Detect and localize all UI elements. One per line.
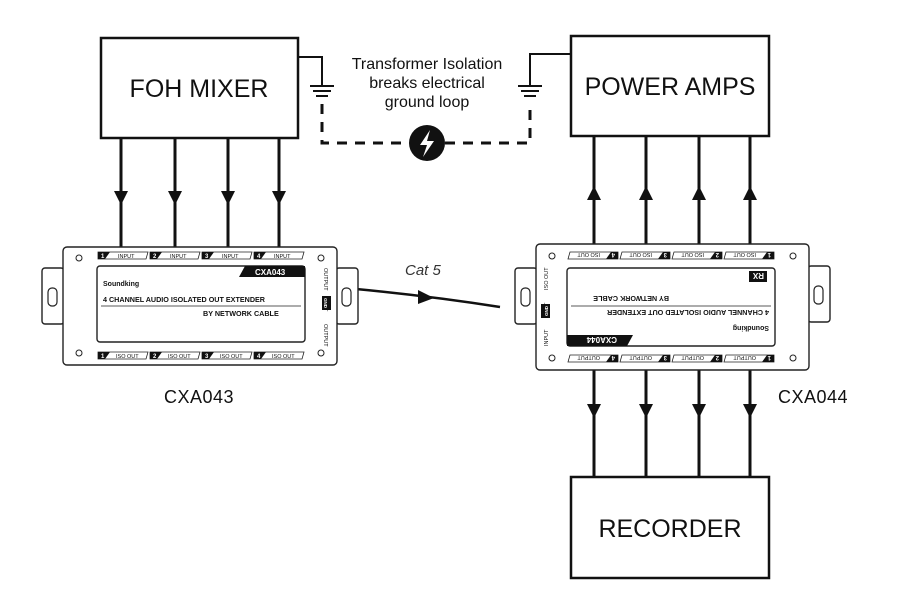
rx-bottom-port-4: OUTPUT	[577, 354, 600, 360]
tx-bottom-num-3: 3	[205, 354, 209, 360]
rx-top-port-4: ISO OUT	[577, 251, 600, 257]
rx-top-port-1: ISO OUT	[733, 251, 756, 257]
down-arrow-icon	[168, 191, 182, 205]
tx-bottom-port-3: ISO OUT	[220, 354, 243, 360]
foh-mixer-label: FOH MIXER	[130, 75, 269, 103]
rx-iso-num-4: 4	[611, 251, 615, 257]
recorder-box	[569, 475, 771, 580]
tx-port-num-1: 1	[101, 254, 105, 260]
rx-out-num-3: 3	[663, 354, 667, 360]
rx-device: 1 2 3 4 OUTPUT OUTPUT OUTPUT OUTPUT 1 2 …	[514, 243, 831, 371]
tx-side-label-4: OUTPUT	[322, 324, 328, 347]
lightning-bolt-icon	[409, 125, 445, 161]
tx-side-label-1: OUTPUT	[322, 268, 328, 291]
up-arrow-icon	[743, 186, 757, 200]
rx-top-port-3: ISO OUT	[629, 251, 652, 257]
ground-right-icon	[518, 53, 571, 97]
rx-iso-num-2: 2	[715, 251, 719, 257]
rx-out-num-2: 2	[715, 354, 719, 360]
rx-badge: CXA044	[586, 335, 617, 344]
tx-brand: Soundking	[103, 281, 139, 288]
tx-bottom-num-2: 2	[153, 354, 157, 360]
rx-tag: RX	[752, 271, 764, 280]
rx-iso-num-1: 1	[767, 251, 771, 257]
rx-bottom-port-3: OUTPUT	[629, 354, 652, 360]
down-arrow-icon	[587, 404, 601, 418]
rx-iso-num-3: 3	[663, 251, 667, 257]
up-arrow-icon	[587, 186, 601, 200]
tx-top-port-3: INPUT	[222, 254, 239, 260]
tx-port-num-2: 2	[153, 254, 157, 260]
down-arrow-icon	[272, 191, 286, 205]
foh-to-tx-wires	[114, 138, 286, 248]
tx-bottom-port-2: ISO OUT	[168, 354, 191, 360]
rx-bottom-port-2: OUTPUT	[681, 354, 704, 360]
rx-side-label-3: GND	[544, 305, 549, 316]
up-arrow-icon	[692, 186, 706, 200]
cable-direction-arrow-icon	[418, 290, 434, 304]
tx-bottom-port-1: ISO OUT	[116, 354, 139, 360]
recorder-label: RECORDER	[598, 515, 741, 543]
rx-side-label-1: INPUT	[544, 329, 550, 346]
down-arrow-icon	[743, 404, 757, 418]
ground-left-icon	[298, 56, 334, 97]
tx-top-port-1: INPUT	[118, 254, 135, 260]
foh-mixer-box	[99, 36, 300, 140]
tx-bottom-num-1: 1	[101, 354, 105, 360]
down-arrow-icon	[639, 404, 653, 418]
rx-out-num-1: 1	[767, 354, 771, 360]
rx-brand: Soundking	[733, 324, 769, 331]
power-amps-box	[569, 34, 771, 138]
up-arrow-icon	[639, 186, 653, 200]
down-arrow-icon	[692, 404, 706, 418]
isolation-note-line2: breaks electrical	[369, 75, 485, 92]
tx-bottom-port-4: ISO OUT	[272, 354, 295, 360]
tx-top-port-4: INPUT	[274, 254, 291, 260]
tx-model-caption: CXA043	[164, 387, 234, 407]
ground-loop-dash-right	[445, 104, 532, 145]
tx-side-label-3: GND	[323, 298, 328, 309]
rx-model-caption: CXA044	[778, 387, 848, 407]
rx-desc-2: BY NETWORK CABLE	[593, 294, 669, 303]
rx-to-recorder-wires	[587, 370, 757, 477]
down-arrow-icon	[221, 191, 235, 205]
cat5-label: Cat 5	[405, 262, 442, 279]
rx-out-num-4: 4	[611, 354, 615, 360]
tx-top-port-2: INPUT	[170, 254, 187, 260]
tx-badge: CXA043	[255, 268, 286, 277]
ground-loop-dash-left	[320, 104, 408, 145]
rx-top-port-2: ISO OUT	[681, 251, 704, 257]
rx-desc-1: 4 CHANNEL AUDIO ISOLATED OUT EXTENDER	[606, 308, 769, 317]
rx-to-amps-wires	[587, 136, 757, 246]
power-amps-label: POWER AMPS	[585, 73, 756, 101]
tx-port-num-3: 3	[205, 254, 209, 260]
tx-bottom-num-4: 4	[257, 354, 261, 360]
rx-side-label-4: ISO OUT	[544, 267, 550, 290]
isolation-note-line1: Transformer Isolation	[352, 56, 503, 73]
tx-port-num-4: 4	[257, 254, 261, 260]
tx-device: 1 2 3 4 INPUT INPUT INPUT INPUT 1 2 3 4 …	[41, 246, 359, 366]
isolation-note-line3: ground loop	[385, 94, 470, 111]
down-arrow-icon	[114, 191, 128, 205]
tx-desc-2: BY NETWORK CABLE	[203, 309, 279, 318]
tx-desc-1: 4 CHANNEL AUDIO ISOLATED OUT EXTENDER	[103, 295, 266, 304]
rx-bottom-port-1: OUTPUT	[733, 354, 756, 360]
